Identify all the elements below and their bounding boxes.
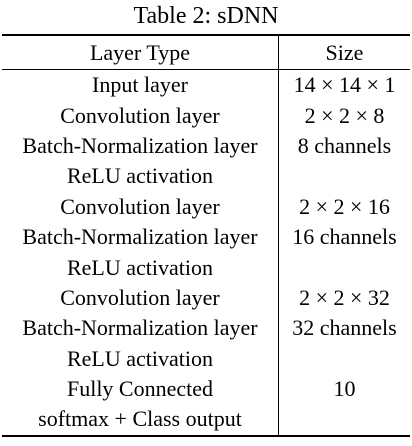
table-row: softmax + Class output	[2, 404, 410, 435]
size-cell: 2 × 2 × 32	[299, 284, 390, 310]
table-row: ReLU activation	[2, 161, 410, 192]
table-row: Batch-Normalization layer 32 channels	[2, 313, 410, 344]
layer-cell: ReLU activation	[2, 252, 279, 283]
size-cell	[279, 344, 410, 374]
table-row: ReLU activation	[2, 252, 410, 283]
size-cell: 8 channels	[297, 132, 392, 158]
layer-cell: Input layer	[2, 70, 279, 101]
size-cell	[279, 404, 410, 434]
layer-cell: Batch-Normalization layer	[2, 130, 279, 162]
size-cell: 10	[333, 376, 356, 402]
table-row: Convolution layer 2 × 2 × 8	[2, 100, 410, 131]
table-row: ReLU activation	[2, 343, 410, 374]
table-row: Batch-Normalization layer 16 channels	[2, 221, 410, 253]
layer-cell: softmax + Class output	[2, 404, 279, 435]
size-cell	[279, 252, 410, 282]
layer-cell: Convolution layer	[2, 100, 279, 131]
layer-cell: Convolution layer	[2, 191, 279, 222]
layer-cell: ReLU activation	[2, 343, 279, 374]
layer-cell: Batch-Normalization layer	[2, 221, 279, 253]
size-cell: 2 × 2 × 16	[299, 193, 390, 219]
table-row: Convolution layer 2 × 2 × 16	[2, 191, 410, 222]
table-row: Fully Connected 10	[2, 373, 410, 405]
layer-table: Layer Type Size Input layer 14 × 14 × 1 …	[2, 34, 410, 437]
size-cell: 16 channels	[292, 224, 397, 250]
header-size: Size	[325, 39, 364, 65]
size-cell: 14 × 14 × 1	[293, 72, 396, 98]
layer-cell: Batch-Normalization layer	[2, 313, 279, 344]
header-layer-type: Layer Type	[2, 36, 279, 69]
table-row: Batch-Normalization layer 8 channels	[2, 130, 410, 162]
layer-cell: ReLU activation	[2, 161, 279, 192]
layer-cell: Convolution layer	[2, 282, 279, 314]
size-cell	[279, 161, 410, 191]
table-row: Input layer 14 × 14 × 1	[2, 70, 410, 101]
layer-cell: Fully Connected	[2, 373, 279, 405]
table-caption: Table 2: sDNN	[133, 3, 279, 29]
table-header-row: Layer Type Size	[2, 36, 410, 70]
size-cell: 2 × 2 × 8	[304, 102, 385, 128]
table-row: Convolution layer 2 × 2 × 32	[2, 282, 410, 314]
size-cell: 32 channels	[292, 315, 397, 341]
